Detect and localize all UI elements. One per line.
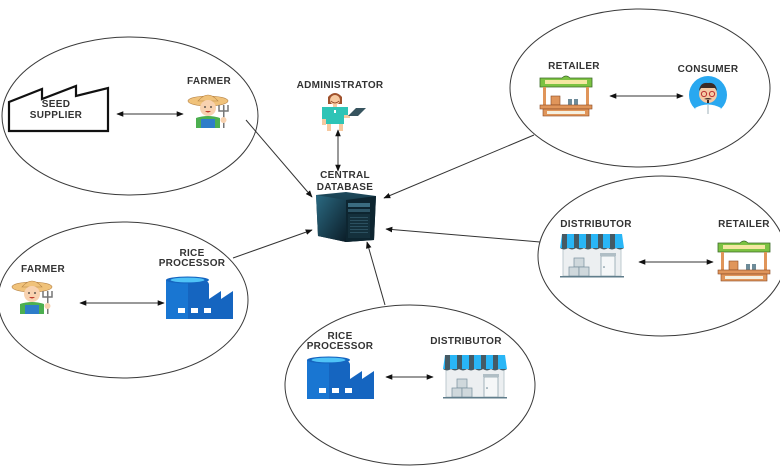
admin-person-with-tablet-icon [322,93,366,131]
farmer-icon [187,94,229,128]
retailer-label-2: RETAILER [718,219,770,230]
rice-processor-label-2-line2: PROCESSOR [307,341,374,352]
edge-retailer-consumer-to-central [383,134,535,199]
processing-factory-icon-2 [307,356,374,399]
group-circle-distributor-retailer [537,175,780,337]
server-tower-icon [316,192,376,242]
storefront-icon-2 [443,355,507,399]
group-seed-farmer: SEED SUPPLIER FARMER [7,76,231,133]
seed-supplier-label-line1: SEED [42,99,70,110]
rice-processor-label-2-line1: RICE [327,331,352,342]
edge-seed-farmer-to-central [245,119,313,198]
edge-distributor-retailer-to-central [385,226,541,243]
consumer-label: CONSUMER [678,64,739,75]
group-circle-seed-farmer [1,36,259,196]
market-stall-icon [539,75,593,117]
group-circle-farmer-processor [0,221,249,379]
group-farmer-processor: FARMER RICE PROCESSOR [11,248,233,319]
edge-processor-distributor-to-central [366,241,386,306]
group-retailer-consumer: RETAILER CONSUMER [539,61,739,117]
farmer-label: FARMER [187,76,231,87]
group-distributor-retailer: DISTRIBUTOR RETAILER [560,219,771,282]
farmer-label-2: FARMER [21,264,65,275]
group-circle-processor-distributor [284,304,536,466]
market-stall-icon-2 [717,240,771,282]
central-database-node: CENTRAL DATABASE [316,170,376,242]
administrator-label: ADMINISTRATOR [297,80,384,91]
distributor-label: DISTRIBUTOR [560,219,632,230]
distributor-label-2: DISTRIBUTOR [430,336,502,347]
administrator-node: ADMINISTRATOR [297,80,384,131]
processing-factory-icon [166,276,233,319]
retailer-label: RETAILER [548,61,600,72]
central-label-line1: CENTRAL [320,170,370,181]
consumer-avatar-icon [689,76,727,115]
factory-outline-icon [7,84,110,133]
group-processor-distributor: RICE PROCESSOR DISTRIBUTOR [307,331,507,399]
rice-processor-label-line1: RICE [179,248,204,259]
seed-supplier-label-line2: SUPPLIER [30,110,83,121]
farmer-icon-2 [11,280,53,314]
group-circle-retailer-consumer [509,8,771,168]
edge-farmer-processor-to-central [232,229,313,259]
central-label-line2: DATABASE [317,182,374,193]
storefront-icon [560,234,624,278]
rice-processor-label-line2: PROCESSOR [159,258,226,269]
